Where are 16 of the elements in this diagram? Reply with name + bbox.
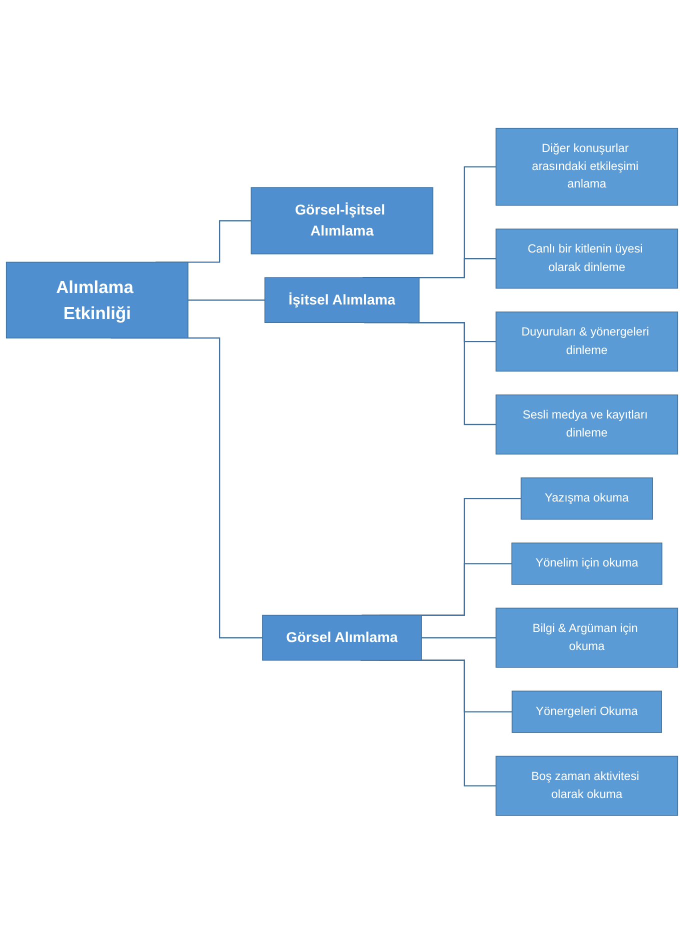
node-box [496,228,678,288]
node-box [6,261,188,338]
node-box [520,477,653,520]
node-box [496,607,678,668]
connector [360,659,497,786]
node-box [512,690,662,733]
connector [188,299,266,300]
node-box [262,614,422,660]
node-box [496,755,678,816]
node-box [496,128,678,206]
node-box [250,186,434,254]
node-box [496,311,678,372]
node-box [264,276,420,323]
connector [422,636,497,638]
node-box [496,394,678,454]
node-box [511,542,662,584]
